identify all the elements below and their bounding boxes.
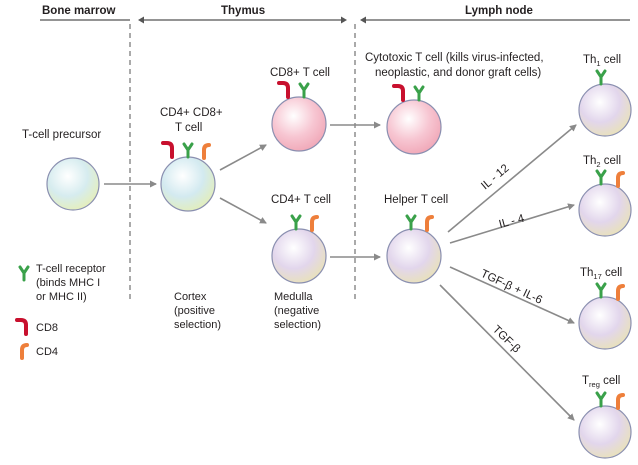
cytokine-il12-label: IL - 12	[479, 162, 511, 192]
arrow-helper-to-th1	[447, 124, 577, 233]
cd4-icon	[616, 284, 625, 301]
arrow-double-positive-to-cd8	[219, 144, 267, 171]
tcr-icon	[182, 142, 194, 159]
arrow-helper-to-treg	[439, 284, 575, 421]
legend-tcr-line3: or MHC II)	[36, 291, 87, 303]
cell-helper-t	[386, 214, 442, 284]
cd4-icon	[310, 215, 319, 232]
precursor-label: T-cell precursor	[22, 129, 101, 141]
legend-tcr-line1: T-cell receptor	[36, 263, 106, 275]
th1-label: Th1 cell	[583, 54, 621, 68]
cytokine-tgf-il6-label: TGF-β + IL-6	[479, 268, 544, 307]
cd8-icon	[277, 81, 290, 99]
tcr-icon	[595, 391, 607, 408]
tcr-icon	[413, 85, 425, 102]
cortex-note: Cortex (positive selection)	[174, 291, 221, 331]
section-header-lymph-node: Lymph node	[360, 5, 630, 24]
cell-cytotoxic-t	[386, 84, 442, 155]
cd8-t-label: CD8+ T cell	[270, 67, 330, 79]
tcr-icon	[298, 82, 310, 99]
svg-text:selection): selection)	[274, 319, 321, 331]
cd8-icon	[161, 141, 174, 159]
tcr-icon	[405, 214, 417, 231]
svg-text:(positive: (positive	[174, 305, 215, 317]
cell-th2	[578, 169, 632, 237]
tcr-icon	[595, 169, 607, 186]
cd4-icon	[616, 171, 625, 188]
legend-cd4-label: CD4	[36, 346, 58, 358]
treg-label: Treg cell	[582, 375, 620, 389]
helper-t-label: Helper T cell	[384, 194, 448, 206]
cell-th17	[578, 282, 632, 350]
cd4-t-label: CD4+ T cell	[271, 194, 331, 206]
arrow-double-positive-to-cd4	[219, 197, 267, 224]
th2-label: Th2 cell	[583, 155, 621, 169]
tcr-icon	[595, 69, 607, 86]
arrows	[104, 121, 577, 421]
cd4-icon	[616, 393, 625, 410]
tcr-icon	[290, 214, 302, 231]
section-header-thymus: Thymus	[138, 5, 347, 24]
legend-cd8-icon	[15, 318, 28, 336]
cell-double-positive	[160, 141, 216, 212]
tcr-icon	[595, 282, 607, 299]
legend-tcr-icon	[18, 265, 30, 282]
cell-treg	[578, 391, 632, 459]
legend-cd8-label: CD8	[36, 322, 58, 334]
cell-t-precursor	[46, 157, 100, 211]
legend-tcr-line2: (binds MHC I	[36, 277, 100, 289]
cytotoxic-label-line1: Cytotoxic T cell (kills virus-infected,	[365, 52, 544, 64]
cell-th1	[578, 69, 632, 137]
cd4-icon	[202, 143, 211, 160]
medulla-note: Medulla (negative selection)	[274, 291, 321, 331]
section-bone-marrow-label: Bone marrow	[42, 5, 116, 17]
section-thymus-label: Thymus	[221, 5, 265, 17]
cell-cd8-t	[271, 81, 327, 152]
legend: T-cell receptor (binds MHC I or MHC II) …	[15, 263, 106, 360]
section-header-bone-marrow: Bone marrow	[40, 5, 130, 21]
section-lymph-node-label: Lymph node	[465, 5, 533, 17]
arrow-helper-to-th2	[449, 203, 575, 244]
svg-text:Medulla: Medulla	[274, 291, 313, 303]
svg-text:selection): selection)	[174, 319, 221, 331]
th17-label: Th17 cell	[580, 267, 622, 281]
svg-text:Cortex: Cortex	[174, 291, 207, 303]
cytotoxic-label-line2: neoplastic, and donor graft cells)	[375, 67, 541, 79]
double-positive-label-line2: T cell	[175, 122, 202, 134]
arrow-helper-to-th17	[449, 266, 575, 324]
double-positive-label-line1: CD4+ CD8+	[160, 107, 223, 119]
cd8-icon	[392, 84, 405, 102]
cd4-icon	[425, 215, 434, 232]
cytokine-il4-label: IL - 4	[498, 212, 527, 230]
cell-cd4-t	[271, 214, 327, 284]
svg-text:(negative: (negative	[274, 305, 319, 317]
legend-cd4-icon	[20, 343, 29, 360]
